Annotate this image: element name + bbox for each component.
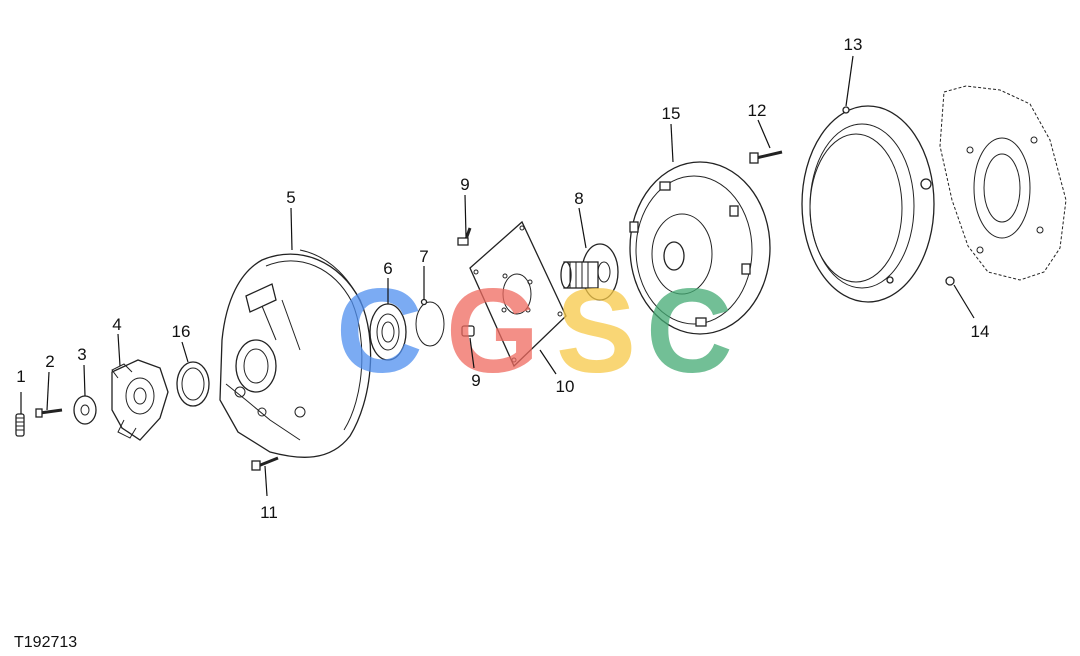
callout-7: 7 bbox=[419, 247, 428, 266]
part-4-yoke bbox=[111, 359, 169, 441]
callout-16: 16 bbox=[172, 322, 191, 341]
part-15-torque-converter bbox=[629, 161, 771, 335]
watermark-letter-4: C bbox=[646, 264, 733, 398]
watermark: C G S C bbox=[336, 264, 733, 398]
callout-2: 2 bbox=[45, 352, 54, 371]
part-9-screw-upper bbox=[457, 227, 472, 246]
part-10-plate bbox=[469, 220, 567, 368]
part-3-washer bbox=[73, 395, 97, 425]
callout-14: 14 bbox=[971, 322, 990, 341]
callout-15: 15 bbox=[662, 104, 681, 123]
callout-1: 1 bbox=[16, 367, 25, 386]
callout-11: 11 bbox=[260, 503, 278, 522]
watermark-letter-2: G bbox=[446, 264, 539, 398]
callout-12: 12 bbox=[748, 101, 767, 120]
engine-flywheel-outline bbox=[939, 85, 1067, 281]
callout-9-lower: 9 bbox=[471, 371, 480, 390]
part-9-screw-lower bbox=[461, 325, 475, 337]
part-5-housing bbox=[219, 249, 372, 458]
callout-8: 8 bbox=[574, 189, 583, 208]
callout-labels: 1 2 3 4 16 5 11 6 7 9 9 10 8 15 12 13 14 bbox=[16, 35, 989, 522]
figure-id: T192713 bbox=[14, 634, 77, 651]
part-1-plug bbox=[15, 413, 25, 437]
part-11-bolt bbox=[251, 456, 279, 471]
leader-lines bbox=[20, 55, 975, 497]
callout-13: 13 bbox=[844, 35, 863, 54]
watermark-letter-1: C bbox=[336, 264, 423, 398]
callout-4: 4 bbox=[112, 315, 121, 334]
part-16-seal-ring bbox=[176, 361, 210, 407]
callout-10: 10 bbox=[556, 377, 575, 396]
callout-6: 6 bbox=[383, 259, 392, 278]
part-8-hub bbox=[560, 243, 619, 301]
part-14-nut bbox=[945, 276, 955, 286]
callout-5: 5 bbox=[286, 188, 295, 207]
callout-3: 3 bbox=[77, 345, 86, 364]
part-7-snap-ring bbox=[415, 298, 445, 347]
part-13-housing-ring bbox=[801, 105, 935, 303]
part-12-bolt bbox=[749, 150, 783, 164]
part-2-screw bbox=[35, 408, 63, 418]
callout-9-upper: 9 bbox=[460, 175, 469, 194]
watermark-letter-3: S bbox=[556, 264, 636, 398]
